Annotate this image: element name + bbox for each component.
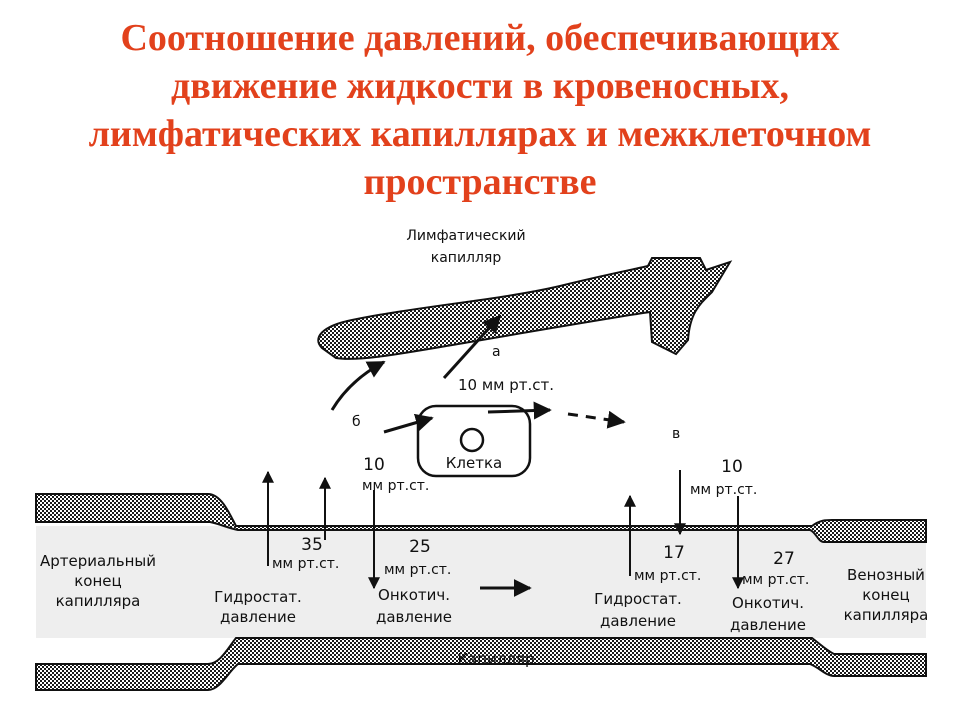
venous-end-label-1: Венозный <box>847 566 925 584</box>
lymph-capillary-shape <box>317 257 733 360</box>
ven-onc-value: 27 <box>773 549 795 569</box>
art-hydro-name-2: давление <box>220 608 296 626</box>
art-onc-value: 25 <box>409 537 431 557</box>
arrow-from-cell <box>487 401 552 420</box>
page-title: Соотношение давлений, обеспечивающих дви… <box>0 14 960 206</box>
art-hydro-value: 35 <box>301 535 323 555</box>
title-line-3: лимфатических капиллярах и межклеточном <box>88 113 872 155</box>
title-line-2: движение жидкости в кровеносных, <box>170 65 790 107</box>
lymph-capillary-label-1: Лимфатический <box>406 228 525 244</box>
ven-hydro-unit: мм рт.ст. <box>634 568 701 584</box>
cell-nucleus <box>459 427 485 453</box>
arrow-to-v <box>567 410 626 429</box>
art-hydro-name-1: Гидростат. <box>214 588 302 606</box>
ven-onc-name-2: давление <box>730 616 806 634</box>
ven-hydro-name-1: Гидростат. <box>594 590 682 608</box>
art-hydro-unit: мм рт.ст. <box>272 556 339 572</box>
lymph-capillary-label-2: капилляр <box>431 250 502 266</box>
right-interstitial-num: 10 <box>721 457 743 477</box>
venous-end-label-3: капилляра <box>844 606 929 624</box>
art-onc-name-1: Онкотич. <box>378 586 450 604</box>
cell-shape <box>416 404 532 478</box>
title-line-1: Соотношение давлений, обеспечивающих <box>120 17 840 59</box>
arrow-to-cell <box>383 413 434 434</box>
capillary-wall-top <box>35 493 927 543</box>
capillary-label: Капилляр <box>457 650 534 668</box>
ven-onc-name-1: Онкотич. <box>732 594 804 612</box>
ven-hydro-name-2: давление <box>600 612 676 630</box>
point-v-label: в <box>672 426 680 442</box>
cell-label: Клетка <box>446 454 502 472</box>
arterial-end-label-2: конец <box>74 572 121 590</box>
lymph-pressure-label: 10 мм рт.ст. <box>458 376 554 394</box>
art-onc-name-2: давление <box>376 608 452 626</box>
point-b-label: б <box>352 414 361 430</box>
venous-end-label-2: конец <box>862 586 909 604</box>
right-interstitial-unit: мм рт.ст. <box>690 482 757 498</box>
left-interstitial-unit: мм рт.ст. <box>362 478 429 494</box>
arrow-b-to-lymph <box>330 360 386 411</box>
ven-hydro-value: 17 <box>663 543 685 563</box>
arterial-end-label-3: капилляра <box>56 592 141 610</box>
title-line-4: пространстве <box>363 161 597 203</box>
art-onc-unit: мм рт.ст. <box>384 562 451 578</box>
blood-capillary-body <box>36 526 926 638</box>
ven-onc-unit: мм рт.ст. <box>742 572 809 588</box>
capillary-wall-bottom <box>35 637 927 691</box>
arterial-end-label-1: Артериальный <box>40 552 156 570</box>
point-a-label: а <box>492 344 501 360</box>
left-interstitial-num: 10 <box>363 455 385 475</box>
arrow-a-to-lymph <box>442 314 502 380</box>
